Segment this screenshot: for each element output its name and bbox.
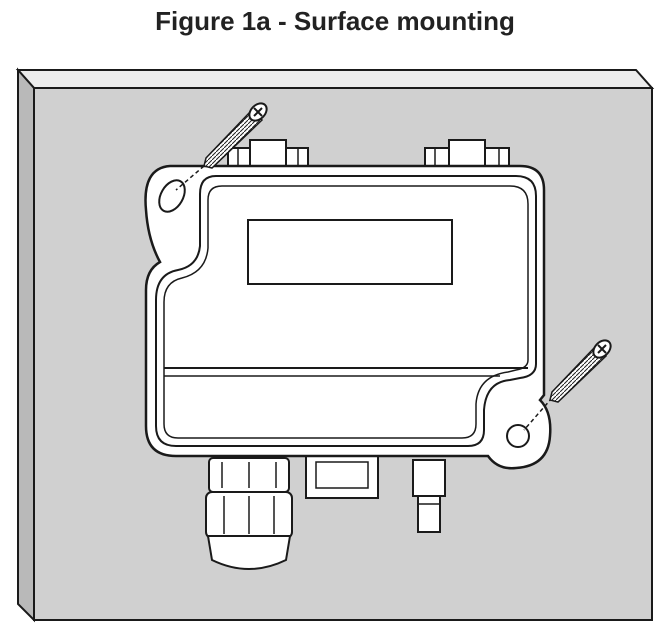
wall-top-edge (15, 69, 655, 89)
device-housing (144, 164, 552, 470)
wall-left-edge (17, 67, 35, 623)
screw-guide-line (523, 397, 553, 431)
screw-icon (549, 339, 612, 403)
pressure-port (412, 459, 446, 533)
figure-title: Figure 1a - Surface mounting (155, 6, 515, 36)
screw-icon (203, 102, 268, 169)
pressure-port-icon (412, 459, 446, 497)
mounting-hole-icon (506, 424, 530, 448)
cable-gland (205, 457, 293, 570)
bottom-connector (305, 455, 379, 499)
screw-guide-line (175, 165, 205, 191)
mounting-hole-icon (158, 179, 186, 213)
display-window (247, 219, 453, 285)
